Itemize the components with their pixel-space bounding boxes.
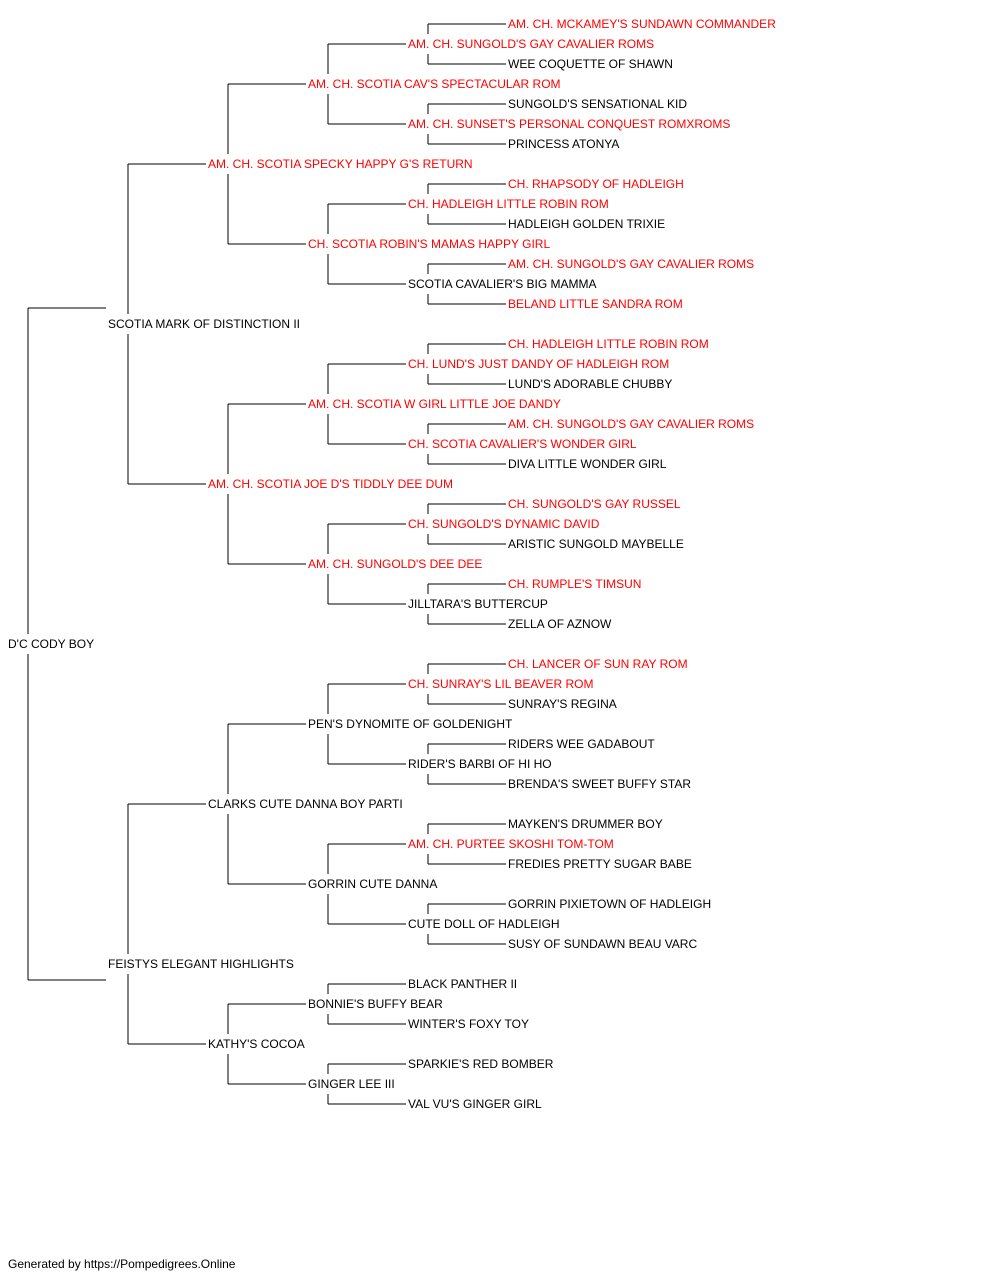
dog-name: D'C CODY BOY: [8, 637, 94, 651]
dog-name: CH. RHAPSODY OF HADLEIGH: [508, 177, 684, 191]
dog-name: CH. SCOTIA ROBIN'S MAMAS HAPPY GIRL: [308, 237, 550, 251]
dog-name: SUNGOLD'S SENSATIONAL KID: [508, 97, 687, 111]
dog-name: CUTE DOLL OF HADLEIGH: [408, 917, 560, 931]
dog-name: GORRIN CUTE DANNA: [308, 877, 437, 891]
dog-name: AM. CH. SCOTIA JOE D'S TIDDLY DEE DUM: [208, 477, 453, 491]
dog-name: CH. HADLEIGH LITTLE ROBIN ROM: [408, 197, 609, 211]
dog-name: CLARKS CUTE DANNA BOY PARTI: [208, 797, 403, 811]
dog-name: CH. RUMPLE'S TIMSUN: [508, 577, 641, 591]
dog-name: AM. CH. PURTEE SKOSHI TOM-TOM: [408, 837, 614, 851]
dog-name: MAYKEN'S DRUMMER BOY: [508, 817, 663, 831]
dog-name: CH. SCOTIA CAVALIER'S WONDER GIRL: [408, 437, 637, 451]
dog-name: GINGER LEE III: [308, 1077, 395, 1091]
dog-name: AM. CH. SUNGOLD'S GAY CAVALIER ROMS: [508, 257, 754, 271]
dog-name: SCOTIA MARK OF DISTINCTION II: [108, 317, 300, 331]
dog-name: SCOTIA CAVALIER'S BIG MAMMA: [408, 277, 597, 291]
dog-name: AM. CH. SUNSET'S PERSONAL CONQUEST ROMXR…: [408, 117, 730, 131]
dog-name: HADLEIGH GOLDEN TRIXIE: [508, 217, 665, 231]
footer-credit: Generated by https://Pompedigrees.Online: [8, 1257, 236, 1271]
dog-name: BLACK PANTHER II: [408, 977, 517, 991]
dog-name: RIDER'S BARBI OF HI HO: [408, 757, 552, 771]
dog-name: AM. CH. MCKAMEY'S SUNDAWN COMMANDER: [508, 17, 776, 31]
dog-name: AM. CH. SCOTIA SPECKY HAPPY G'S RETURN: [208, 157, 473, 171]
dog-name: ARISTIC SUNGOLD MAYBELLE: [508, 537, 684, 551]
dog-name: PEN'S DYNOMITE OF GOLDENIGHT: [308, 717, 513, 731]
dog-name: AM. CH. SUNGOLD'S DEE DEE: [308, 557, 482, 571]
dog-name: LUND'S ADORABLE CHUBBY: [508, 377, 672, 391]
dog-name: GORRIN PIXIETOWN OF HADLEIGH: [508, 897, 711, 911]
dog-name: KATHY'S COCOA: [208, 1037, 305, 1051]
dog-name: CH. HADLEIGH LITTLE ROBIN ROM: [508, 337, 709, 351]
dog-name: SUSY OF SUNDAWN BEAU VARC: [508, 937, 697, 951]
dog-name: WEE COQUETTE OF SHAWN: [508, 57, 673, 71]
dog-name: AM. CH. SCOTIA CAV'S SPECTACULAR ROM: [308, 77, 561, 91]
dog-name: ZELLA OF AZNOW: [508, 617, 612, 631]
dog-name: AM. CH. SCOTIA W GIRL LITTLE JOE DANDY: [308, 397, 561, 411]
dog-name: PRINCESS ATONYA: [508, 137, 619, 151]
dog-name: CH. LUND'S JUST DANDY OF HADLEIGH ROM: [408, 357, 669, 371]
dog-name: RIDERS WEE GADABOUT: [508, 737, 655, 751]
dog-name: AM. CH. SUNGOLD'S GAY CAVALIER ROMS: [508, 417, 754, 431]
dog-name: FREDIES PRETTY SUGAR BABE: [508, 857, 692, 871]
dog-name: SUNRAY'S REGINA: [508, 697, 617, 711]
dog-name: BELAND LITTLE SANDRA ROM: [508, 297, 683, 311]
dog-name: VAL VU'S GINGER GIRL: [408, 1097, 542, 1111]
dog-name: CH. LANCER OF SUN RAY ROM: [508, 657, 688, 671]
dog-name: CH. SUNRAY'S LIL BEAVER ROM: [408, 677, 593, 691]
dog-name: DIVA LITTLE WONDER GIRL: [508, 457, 667, 471]
dog-name: CH. SUNGOLD'S GAY RUSSEL: [508, 497, 681, 511]
pedigree-tree: AM. CH. MCKAMEY'S SUNDAWN COMMANDER WEE C…: [8, 17, 776, 1111]
dog-name: FEISTYS ELEGANT HIGHLIGHTS: [108, 957, 294, 971]
dog-name: CH. SUNGOLD'S DYNAMIC DAVID: [408, 517, 600, 531]
dog-name: SPARKIE'S RED BOMBER: [408, 1057, 554, 1071]
dog-name: BRENDA'S SWEET BUFFY STAR: [508, 777, 691, 791]
dog-name: JILLTARA'S BUTTERCUP: [408, 597, 548, 611]
dog-name: AM. CH. SUNGOLD'S GAY CAVALIER ROMS: [408, 37, 654, 51]
dog-name: BONNIE'S BUFFY BEAR: [308, 997, 443, 1011]
dog-name: WINTER'S FOXY TOY: [408, 1017, 529, 1031]
